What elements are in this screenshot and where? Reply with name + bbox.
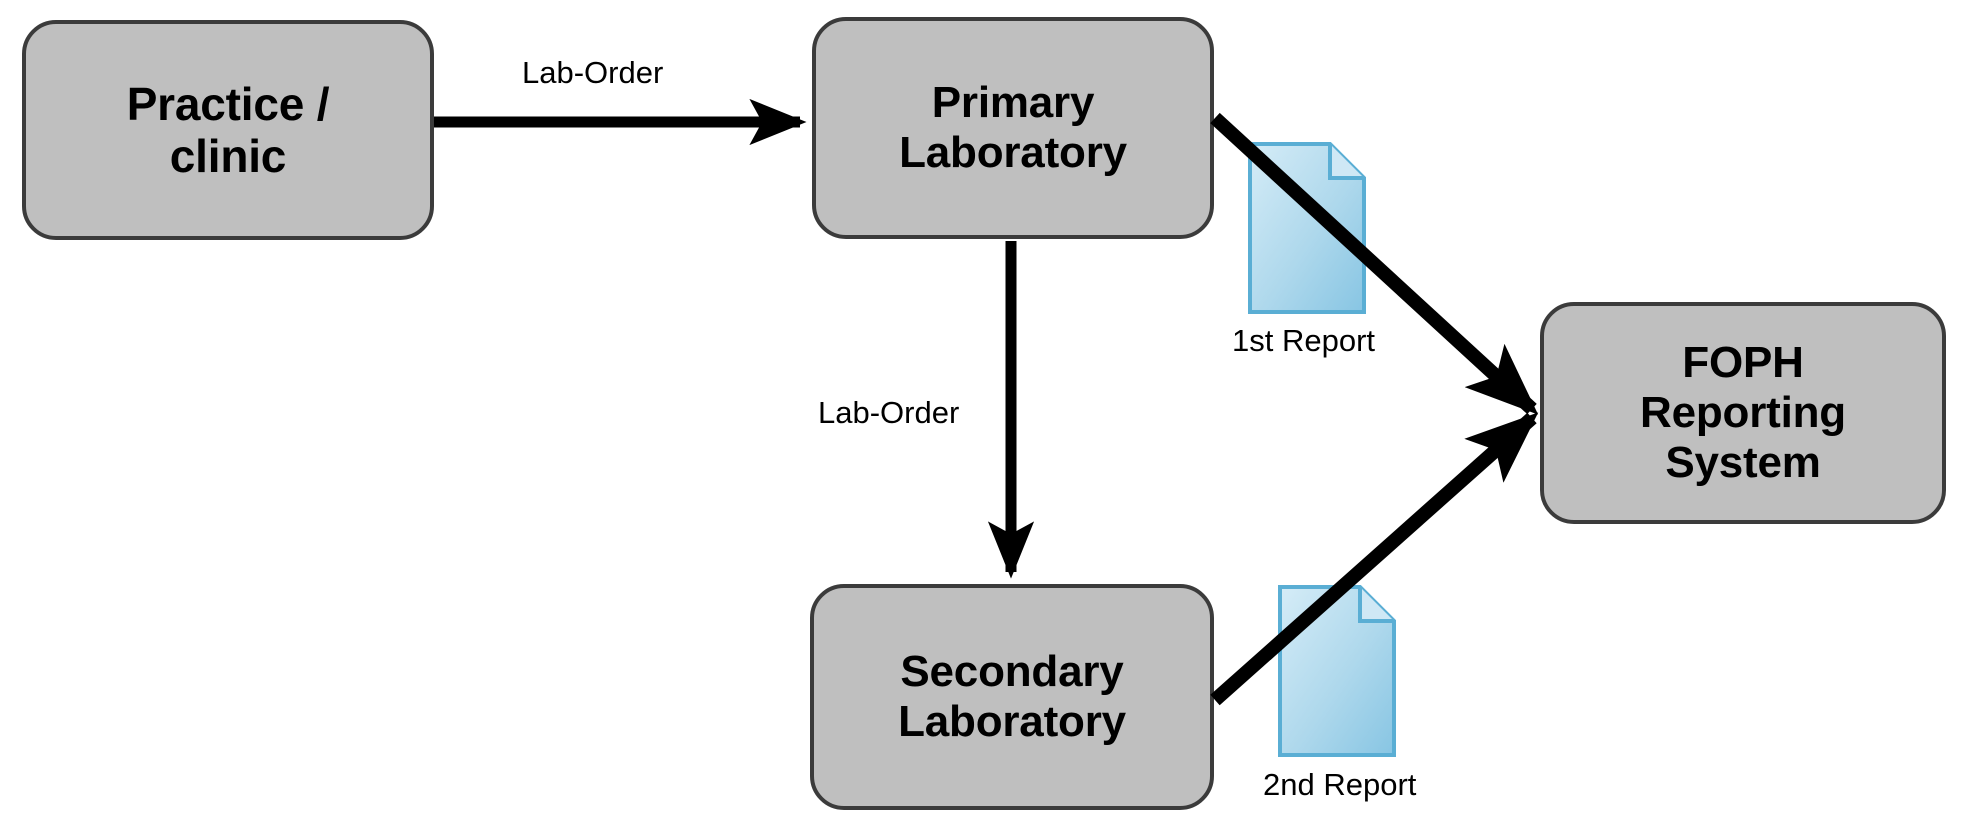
node-primary-laboratory-label: Primary Laboratory [899,77,1127,177]
document-icon [1248,142,1366,314]
document-caption-1st-report: 1st Report [1232,323,1376,358]
node-foph-reporting-system[interactable]: FOPH Reporting System [1540,302,1946,524]
node-foph-reporting-system-label: FOPH Reporting System [1640,337,1846,488]
node-primary-laboratory[interactable]: Primary Laboratory [812,17,1214,239]
document-caption-2nd-report: 2nd Report [1263,767,1417,802]
edge-label-practice-to-primary: Lab-Order [522,55,664,90]
node-secondary-laboratory[interactable]: Secondary Laboratory [810,584,1214,810]
node-secondary-laboratory-label: Secondary Laboratory [898,646,1126,746]
document-icon [1278,585,1396,757]
edge-label-primary-to-secondary: Lab-Order [818,395,960,430]
node-practice-clinic[interactable]: Practice / clinic [22,20,434,240]
node-practice-clinic-label: Practice / clinic [126,77,330,182]
